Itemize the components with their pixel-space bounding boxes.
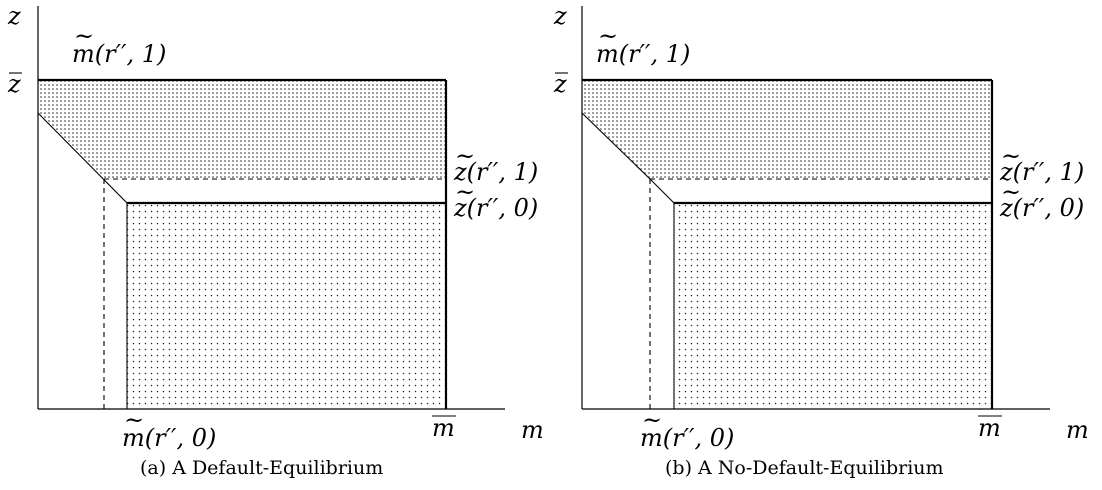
panel-a-diagonal [37,112,128,204]
panel-b-z-tilde-0-tilde: ~ [1001,178,1021,206]
panel-a-z-tilde-1-label: z(r′′, 1) [453,158,538,186]
panel-a-z-tilde-0-label: z(r′′, 0) [453,194,538,222]
panel-a-x-axis-label: m [521,416,544,444]
panel-a-m-tilde-1-tilde: ~ [74,22,94,50]
panel-b-z-tilde-0-label: z(r′′, 0) [999,194,1084,222]
panel-b-x-axis-label: m [1066,416,1089,444]
panel-b-m-tilde-1-tilde: ~ [598,22,618,50]
panel-a-m-tilde-1-label: m(r′′, 1) [72,40,166,68]
panel-a: z z m(r′′, 1) ~ z(r′′, 1) ~ z(r′′, 0) ~ … [7,2,544,479]
panel-a-m-tilde-0-label: m(r′′, 0) [122,424,216,452]
panel-b-m-tilde-0-label: m(r′′, 0) [640,424,734,452]
panel-b-z-bar-label: z [553,70,567,98]
panel-a-m-bar-label: m [432,414,455,442]
panel-b: z z m(r′′, 1) ~ z(r′′, 1) ~ z(r′′, 0) ~ … [553,2,1089,479]
panel-a-caption: (a) A Default-Equilibrium [140,457,383,479]
panel-a-upper-region [38,80,446,179]
panel-b-diagonal [581,112,651,180]
panel-b-diagonal-connector [649,178,675,204]
panel-a-z-tilde-0-tilde: ~ [455,178,475,206]
panel-b-caption: (b) A No-Default-Equilibrium [665,457,944,479]
panel-a-m-tilde-0-tilde: ~ [124,406,144,434]
panel-a-z-bar-label: z [7,70,21,98]
panel-a-y-axis-label: z [7,2,21,30]
panel-b-m-tilde-1-label: m(r′′, 1) [596,40,690,68]
panel-a-z-tilde-1-tilde: ~ [455,142,475,170]
panel-b-m-bar-label: m [978,414,1001,442]
panel-b-z-tilde-1-label: z(r′′, 1) [999,158,1084,186]
panel-b-y-axis-label: z [553,2,567,30]
panel-a-lower-region [127,203,446,409]
panel-b-lower-region [674,203,992,409]
panel-b-m-tilde-0-tilde: ~ [642,406,662,434]
panel-b-upper-region [582,80,992,179]
panel-b-z-tilde-1-tilde: ~ [1001,142,1021,170]
